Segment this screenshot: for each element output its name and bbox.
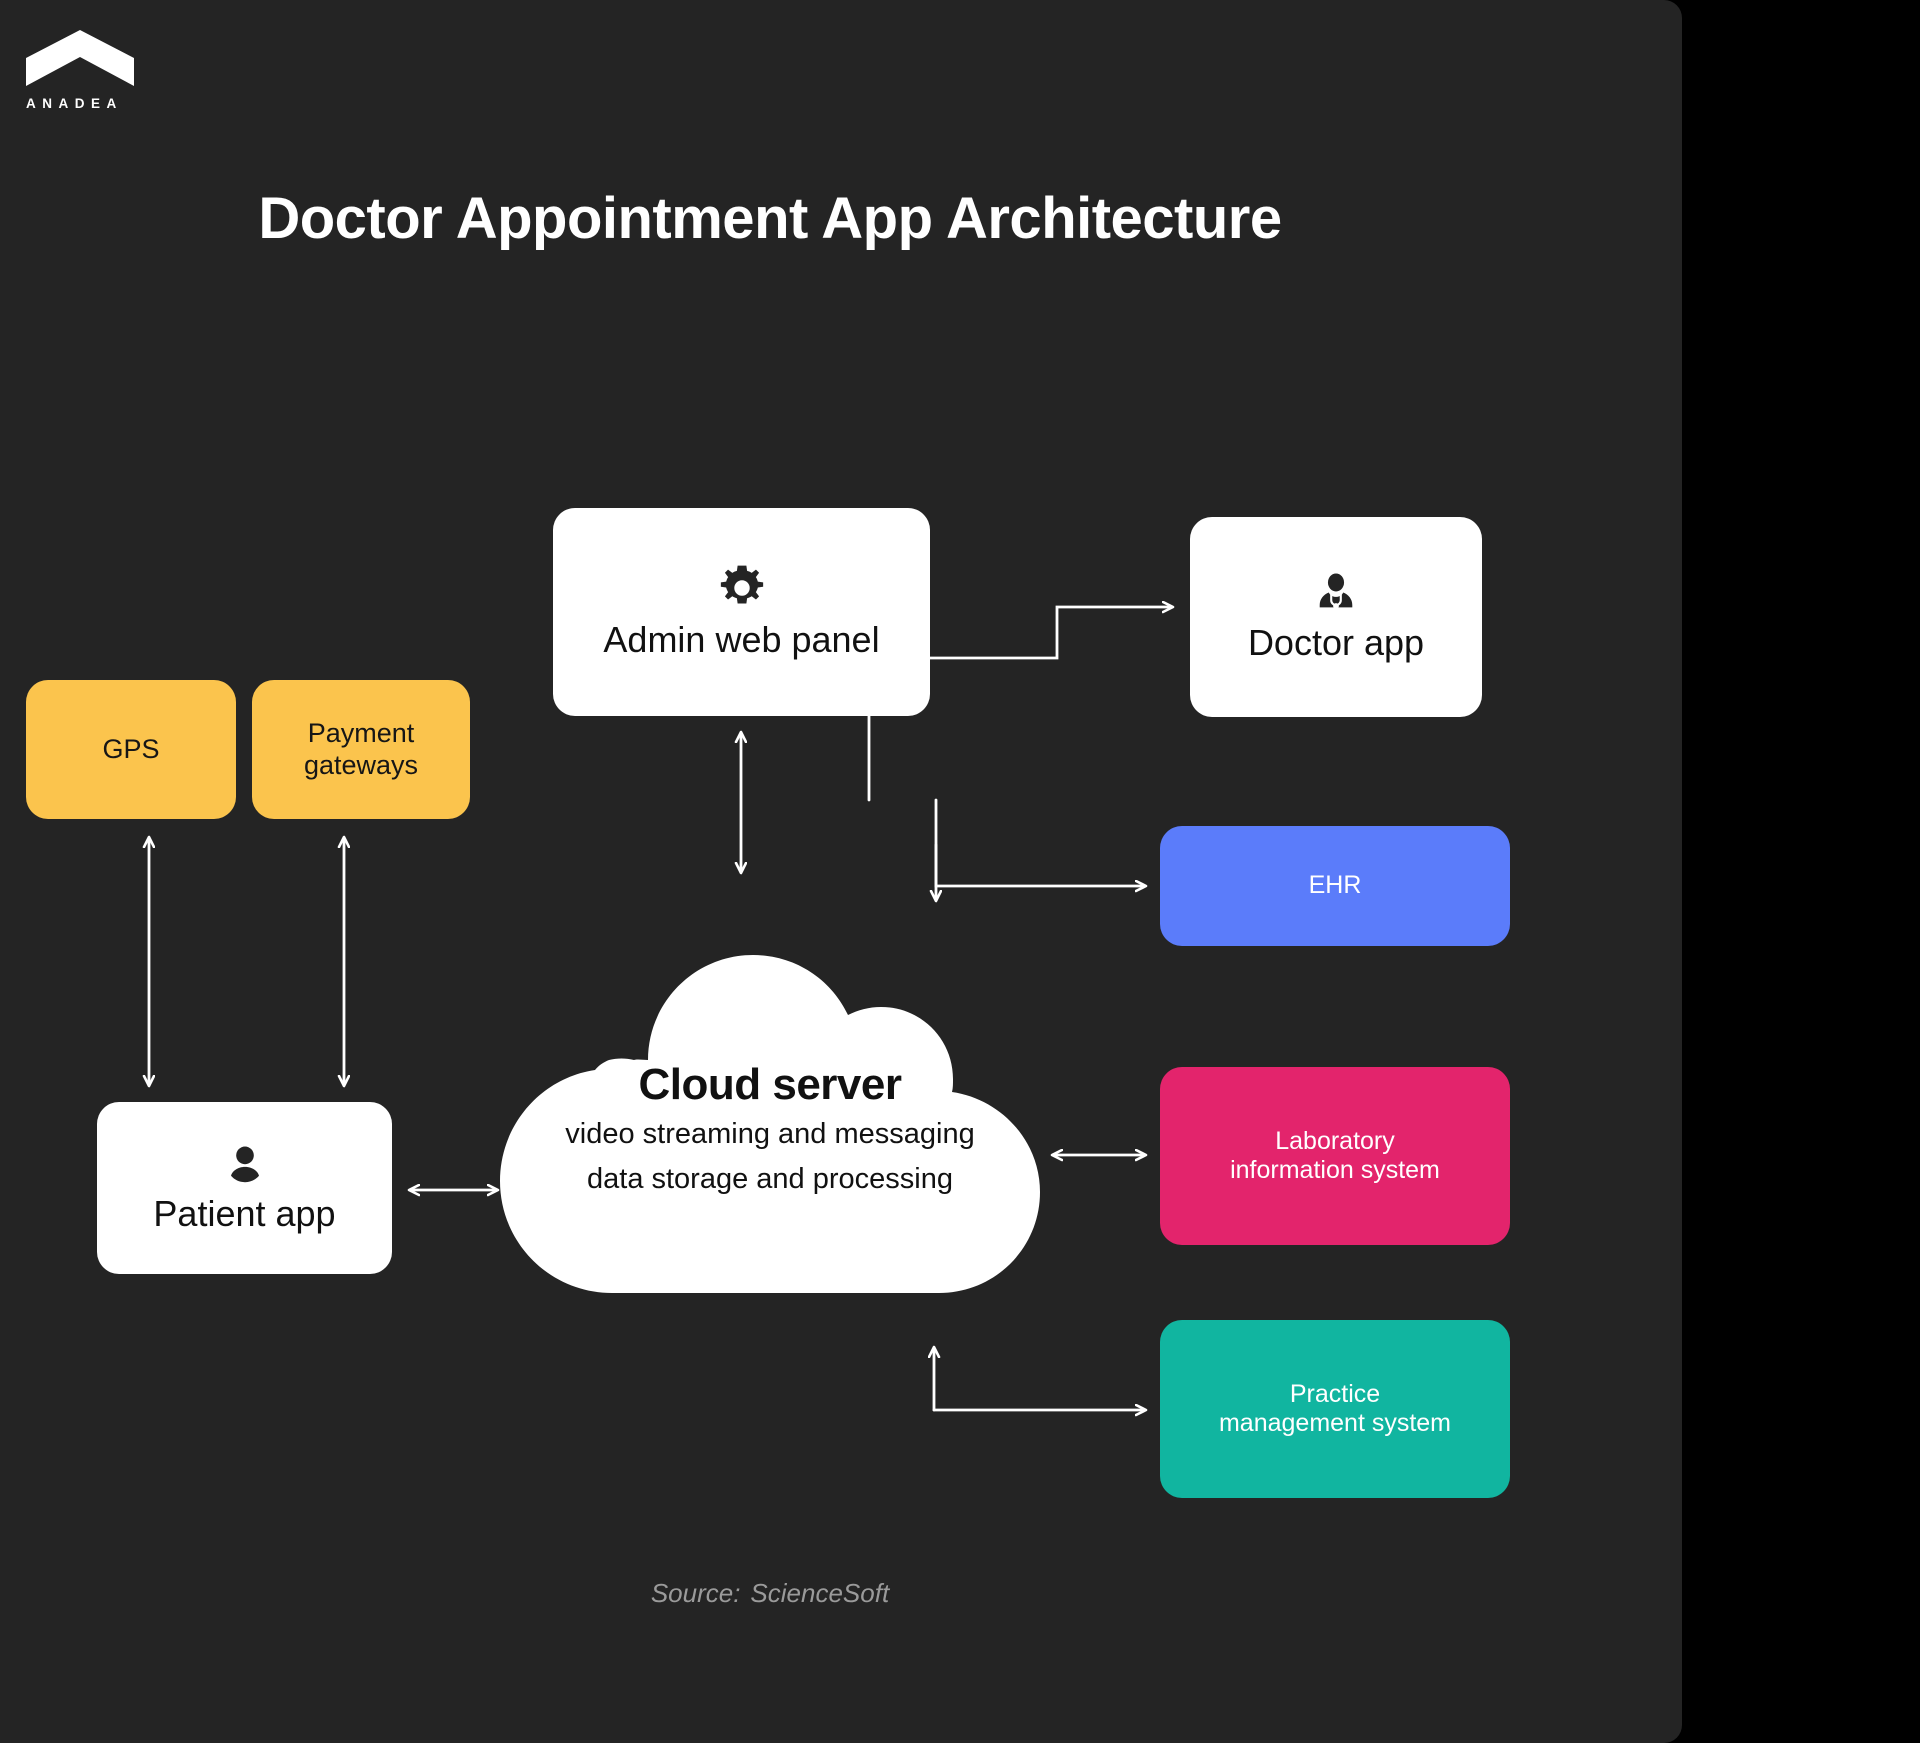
node-cloud-server-sub1: video streaming and messaging [565,1118,975,1150]
node-practice-label-line1: Practice [1289,1379,1381,1408]
source-label: Source: [650,1578,741,1608]
cloud-server-text: Cloud server video streaming and messagi… [500,1060,1040,1199]
person-icon [230,1146,259,1182]
node-lab-label-line2: information system [1230,1156,1440,1184]
source-attribution: Source: ScienceSoft [0,1578,1540,1609]
node-admin-web-panel[interactable]: Admin web panel [553,508,930,716]
node-doctor-app[interactable]: Doctor app [1190,517,1482,717]
brand-name: ANADEA [26,96,123,111]
source-name: ScienceSoft [750,1578,890,1608]
node-gps-label: GPS [102,733,160,764]
node-patient-app-label: Patient app [153,1192,336,1234]
node-admin-web-panel-label: Admin web panel [603,618,880,660]
node-cloud-server[interactable]: Cloud server video streaming and messagi… [500,920,1040,1340]
node-cloud-server-label: Cloud server [638,1060,902,1109]
node-laboratory-information-system[interactable]: Laboratory information system [1160,1067,1510,1245]
node-lab-label-line1: Laboratory [1275,1126,1395,1155]
node-practice-management-system[interactable]: Practice management system [1160,1320,1510,1498]
node-payment-label-line2: gateways [303,749,419,780]
chevron-logo-icon [26,30,134,86]
doctor-icon [1319,573,1353,609]
brand-logo: ANADEA [26,30,156,111]
node-gps[interactable]: GPS [26,680,236,819]
node-cloud-server-sub2: data storage and processing [587,1162,953,1195]
node-practice-label-line2: management system [1218,1409,1452,1437]
node-ehr[interactable]: EHR [1160,826,1510,946]
node-payment-label-line1: Payment [307,717,415,748]
edge-cloud-ehr [934,798,1145,886]
node-payment-gateways[interactable]: Payment gateways [252,680,470,819]
node-ehr-label: EHR [1308,871,1362,900]
cloud-icon [500,955,1040,1293]
diagram-board: ANADEA Doctor Appointment App Architectu… [0,0,1682,1743]
gear-icon [720,565,763,604]
page-title: Doctor Appointment App Architecture [258,186,1282,251]
node-patient-app[interactable]: Patient app [97,1102,392,1274]
node-doctor-app-label: Doctor app [1247,621,1425,663]
